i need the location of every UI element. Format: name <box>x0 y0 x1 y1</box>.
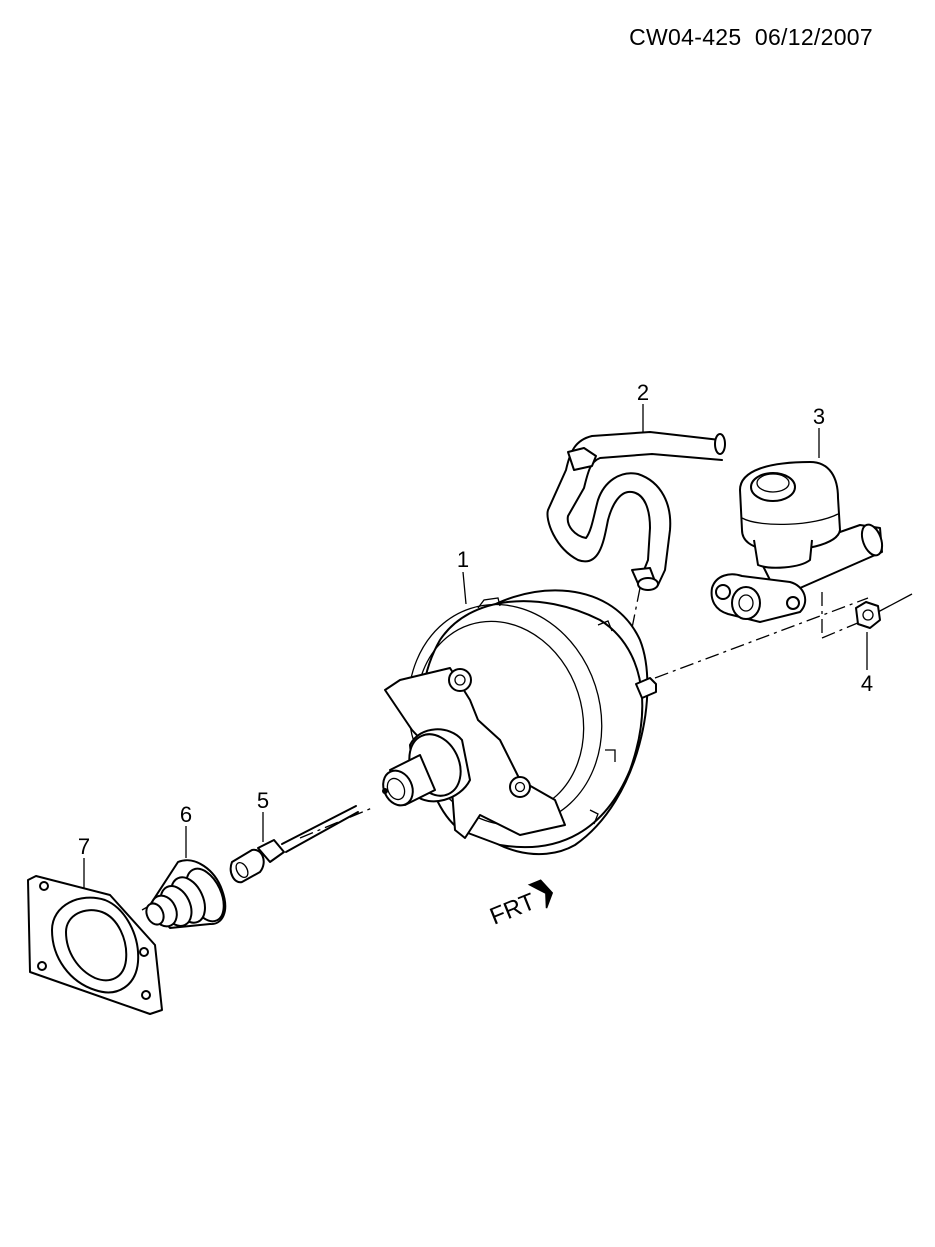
callout-1: 1 <box>457 547 469 572</box>
front-label: FRT <box>486 888 539 930</box>
dust-boot <box>145 859 227 929</box>
brake-booster <box>382 589 657 856</box>
vacuum-hose <box>546 431 726 591</box>
callout-7: 7 <box>78 834 90 859</box>
front-arrow-icon <box>527 879 554 909</box>
callout-2: 2 <box>637 380 649 405</box>
callout-leaders <box>83 404 868 888</box>
master-cylinder <box>710 461 884 623</box>
callout-5: 5 <box>257 788 269 813</box>
callout-6: 6 <box>180 802 192 827</box>
front-direction-indicator: FRT <box>486 879 554 931</box>
callout-3: 3 <box>813 404 825 429</box>
gasket-plate <box>27 875 163 1015</box>
push-rod <box>229 805 359 884</box>
diagram-date: 06/12/2007 <box>754 24 873 50</box>
callout-4: 4 <box>861 671 873 696</box>
mounting-nut <box>855 601 881 629</box>
diagram-reference: CW04-425 06/12/2007 <box>629 24 873 51</box>
diagram-code: CW04-425 <box>629 24 742 50</box>
